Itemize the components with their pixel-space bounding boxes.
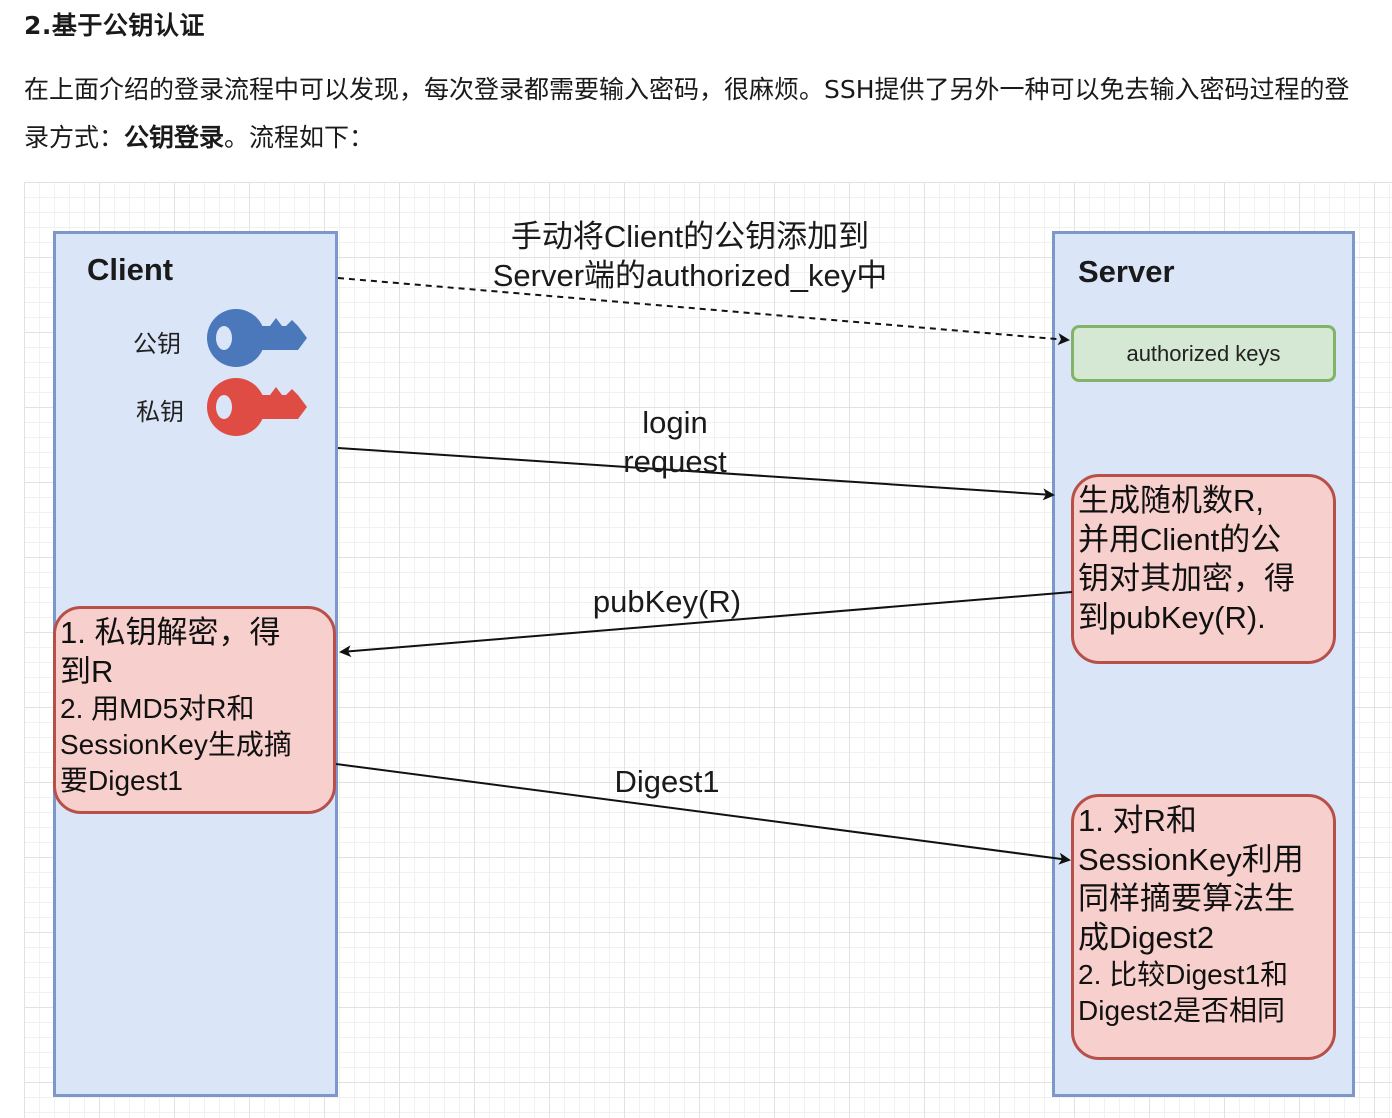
note-line: SessionKey生成摘 <box>60 729 292 760</box>
login-label-line1: login <box>642 405 708 440</box>
server-title: Server <box>1078 254 1175 289</box>
authorized-keys-label: authorized keys <box>1126 340 1281 366</box>
intro-paragraph: 在上面介绍的登录流程中可以发现，每次登录都需要输入密码，很麻烦。SSH提供了另外… <box>24 66 1374 162</box>
intro-text: 在上面介绍的登录流程中可以发现，每次登录都需要输入密码，很麻烦。SSH提供了另外… <box>24 75 1350 152</box>
note-line: 钥对其加密，得 <box>1078 561 1295 596</box>
login-request-label: login request <box>575 403 775 481</box>
pubkey-label: pubKey(R) <box>592 584 742 619</box>
copy-key-arrow <box>337 277 1070 346</box>
login-request-arrow <box>337 447 1055 501</box>
copy-key-label-line2: Server端的authorized_key中 <box>492 258 888 293</box>
note-line: 1. 私钥解密，得 <box>60 615 281 650</box>
intro-text-end: 。流程如下： <box>224 123 375 152</box>
digest-arrow <box>335 763 1071 865</box>
private-key-icon <box>207 378 307 436</box>
client-title: Client <box>87 252 174 287</box>
note-line: 2. 用MD5对R和 <box>60 693 255 724</box>
note-line: 1. 对R和 <box>1078 803 1197 838</box>
note-line: 到pubKey(R). <box>1078 600 1266 635</box>
digest-label: Digest1 <box>614 764 720 799</box>
copy-key-label-line1: 手动将Client的公钥添加到 <box>510 219 870 254</box>
note-line: Digest2是否相同 <box>1078 995 1285 1026</box>
server-compare-note: 1. 对R和 SessionKey利用 同样摘要算法生 成Digest2 2. … <box>1071 794 1336 1060</box>
server-random-note: 生成随机数R, 并用Client的公 钥对其加密，得 到pubKey(R). <box>1071 474 1336 664</box>
note-line: 并用Client的公 <box>1078 522 1282 557</box>
public-key-label: 公钥 <box>133 330 181 358</box>
note-line: 要Digest1 <box>60 765 183 796</box>
pubkey-arrow <box>339 591 1073 658</box>
note-line: 成Digest2 <box>1078 920 1215 955</box>
intro-bold-term: 公钥登录 <box>124 123 225 152</box>
copy-key-label: 手动将Client的公钥添加到 Server端的authorized_key中 <box>460 217 920 295</box>
note-line: 同样摘要算法生 <box>1078 881 1295 916</box>
authorized-keys-box: authorized keys <box>1071 325 1336 382</box>
note-line: SessionKey利用 <box>1078 842 1304 877</box>
public-key-icon <box>207 309 307 367</box>
private-key-label: 私钥 <box>136 398 184 426</box>
login-label-line2: request <box>623 444 727 479</box>
note-line: 2. 比较Digest1和 <box>1078 959 1289 990</box>
note-line: 到R <box>60 654 114 689</box>
client-decrypt-note: 1. 私钥解密，得 到R 2. 用MD5对R和 SessionKey生成摘 要D… <box>53 606 336 814</box>
section-heading: 2.基于公钥认证 <box>24 11 205 40</box>
note-line: 生成随机数R, <box>1078 483 1264 518</box>
